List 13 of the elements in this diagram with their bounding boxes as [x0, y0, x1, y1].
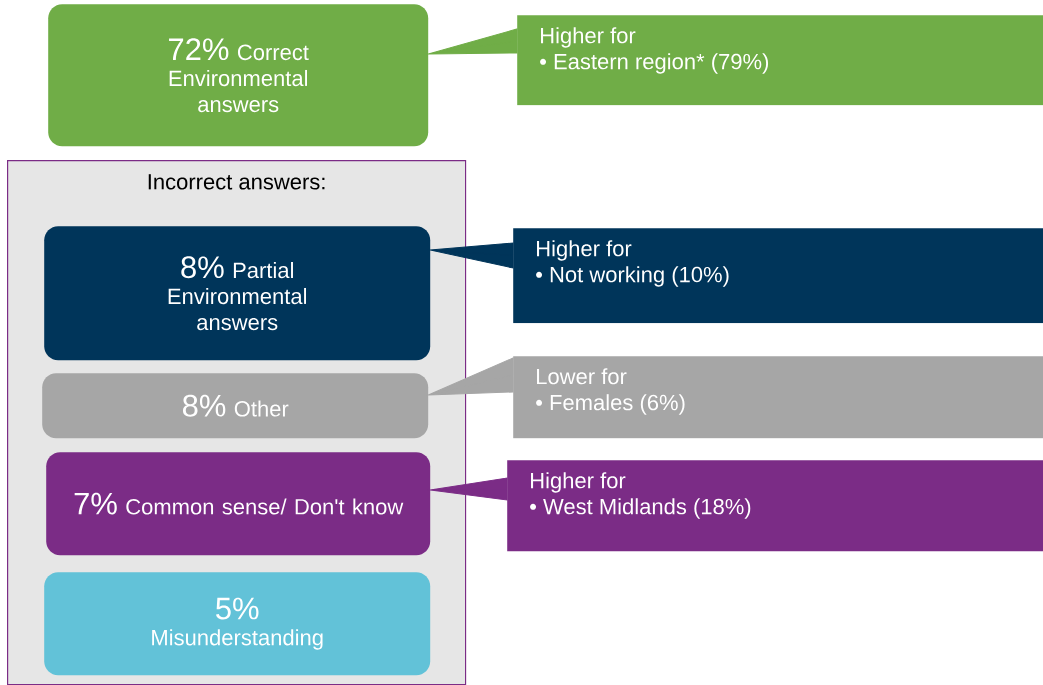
callout-box: Higher for • Eastern region* (79%) — [517, 15, 1043, 106]
category-box: 5% Misunderstanding — [44, 572, 431, 676]
category-box: 8% Other — [42, 373, 429, 439]
callout-pointer — [427, 28, 518, 55]
callout-pointer — [427, 357, 514, 396]
callout-box: Higher for • Not working (10%) — [513, 228, 1043, 324]
category-box: 7% Common sense/ Don't know — [46, 452, 431, 556]
category-box: 8% Partial Environmental answers — [44, 226, 431, 361]
callout-box: Higher for • West Midlands (18%) — [507, 460, 1043, 552]
callout-box: Lower for • Females (6%) — [513, 356, 1043, 439]
callout-pointer — [429, 242, 514, 269]
category-box: 72% Correct Environmental answers — [48, 4, 429, 147]
callout-pointer — [429, 477, 508, 501]
